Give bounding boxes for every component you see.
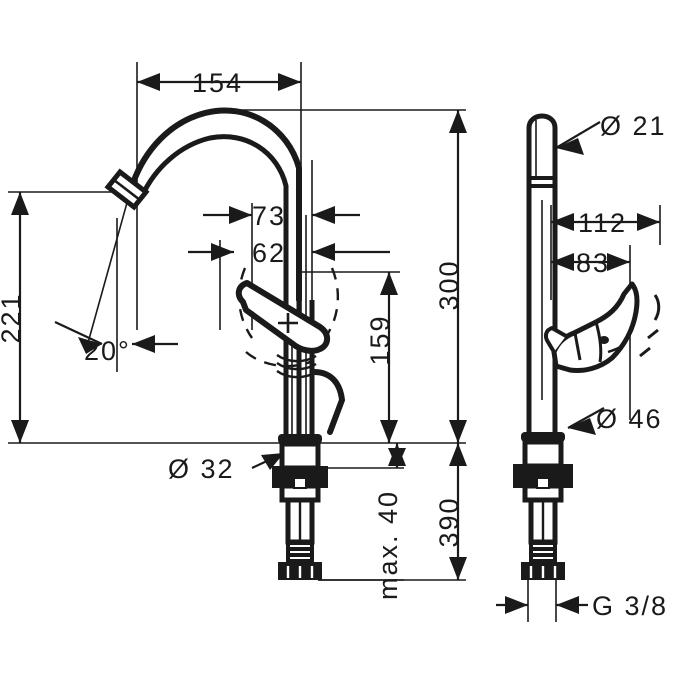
side-lever-handle xyxy=(543,281,640,373)
side-view-faucet xyxy=(513,113,661,580)
dimension-159: 159 xyxy=(365,272,398,443)
dimension-label-max40: max. 40 xyxy=(373,490,403,600)
aerator-block xyxy=(104,168,150,211)
leader-diameter-32: Ø 32 xyxy=(168,452,285,484)
below-deck-assembly xyxy=(272,441,328,580)
dimension-112: 112 xyxy=(551,208,660,238)
dimension-g38: G 3/8 xyxy=(496,591,668,621)
dimension-label-390: 390 xyxy=(434,496,464,547)
dimension-390: 390 xyxy=(434,443,467,580)
dimension-label-154: 154 xyxy=(192,68,243,98)
dimension-label-112: 112 xyxy=(578,208,627,238)
dimension-label-46: Ø 46 xyxy=(596,404,663,434)
dimension-label-300: 300 xyxy=(434,259,464,310)
dimension-20deg: 20° xyxy=(54,321,178,366)
dimension-label-21: Ø 21 xyxy=(600,111,667,141)
leader-diameter-46: Ø 46 xyxy=(567,404,663,435)
dimension-label-62: 62 xyxy=(252,238,286,268)
dimension-max40: max. 40 xyxy=(373,443,406,600)
leader-diameter-21: Ø 21 xyxy=(555,111,667,155)
dimension-label-g38: G 3/8 xyxy=(592,591,668,621)
dimension-154: 154 xyxy=(137,68,301,98)
dimension-label-73: 73 xyxy=(252,201,286,231)
dimension-83: 83 xyxy=(551,248,630,278)
front-view-faucet xyxy=(104,107,346,580)
dimension-62: 62 xyxy=(188,238,390,268)
dimension-73: 73 xyxy=(203,201,360,231)
swing-arc-dashes xyxy=(639,294,661,358)
dimension-300: 300 xyxy=(434,110,467,443)
dimension-label-83: 83 xyxy=(576,248,610,278)
dimension-label-159: 159 xyxy=(365,314,395,365)
lever-handle xyxy=(235,280,331,354)
pop-up-lever xyxy=(311,369,346,435)
dimension-label-32: Ø 32 xyxy=(168,454,235,484)
side-below-deck-assembly xyxy=(513,439,573,580)
dimension-221: 221 xyxy=(0,192,29,443)
dimension-label-20deg: 20° xyxy=(84,336,131,366)
dimension-label-221: 221 xyxy=(0,292,26,343)
